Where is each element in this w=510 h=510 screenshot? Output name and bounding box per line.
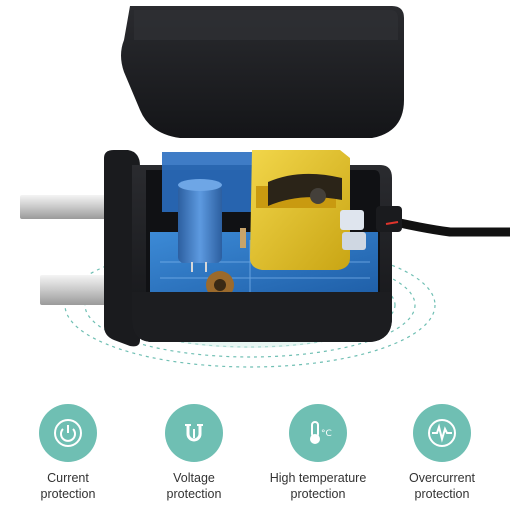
magnet-icon [165,404,223,462]
charger-lid [121,6,404,138]
charging-cable [376,206,510,237]
feature-voltage-protection: Voltage protection [134,404,254,502]
thermometer-icon: °C [289,404,347,462]
power-button-icon [39,404,97,462]
feature-current-protection: Current protection [8,404,128,502]
plug-pins [20,195,115,305]
feature-label: Overcurrent protection [409,471,475,501]
protection-features: Current protection Voltage protection °C… [0,400,510,510]
feature-label: High temperature protection [269,471,367,501]
internal-circuit [150,150,378,299]
feature-label: Current protection [40,471,96,501]
pulse-icon [413,404,471,462]
feature-high-temperature-protection: °C High temperature protection [258,404,378,502]
feature-label: Voltage protection [166,471,222,501]
product-illustration [20,6,510,368]
charger-cutaway-image [20,6,510,368]
feature-overcurrent-protection: Overcurrent protection [382,404,502,502]
svg-text:°C: °C [321,429,332,439]
